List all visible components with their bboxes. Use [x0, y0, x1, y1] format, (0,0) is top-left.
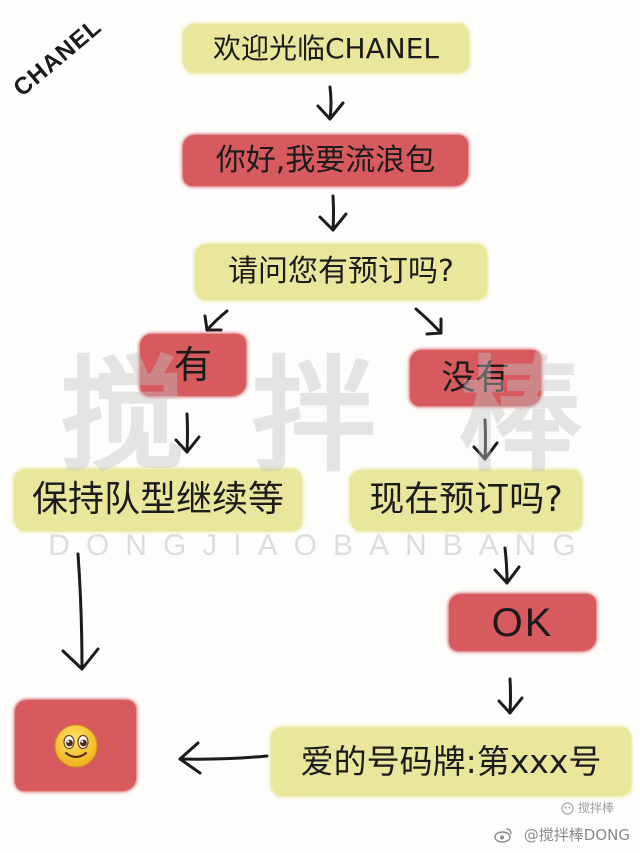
arrow-shaft: [178, 754, 269, 761]
arrow-ok-to-number-card: [497, 677, 524, 715]
node-reservation-question-label: 请问您有预订吗?: [228, 254, 454, 289]
arrow-head: [61, 647, 100, 671]
smiley-pupil-left: [65, 739, 73, 746]
arrow-yes-to-keep-waiting: [174, 412, 201, 454]
node-answer-yes: 有: [140, 334, 246, 396]
node-welcome: 欢迎光临CHANEL: [183, 24, 469, 73]
arrow-keep-waiting-to-smiley: [61, 552, 100, 671]
arrow-welcome-to-greeting: [316, 85, 345, 121]
node-answer-yes-label: 有: [173, 343, 212, 387]
smiley-pupil-right: [79, 739, 87, 746]
node-greeting-label: 你好,我要流浪包: [215, 142, 436, 178]
arrow-head: [174, 435, 201, 454]
arrow-shaft: [328, 85, 333, 121]
node-number-card: 爱的号码牌:第xxx号: [271, 727, 631, 796]
logo-icon: [561, 802, 574, 815]
arrow-number-card-to-smiley: [178, 741, 269, 775]
arrow-head: [425, 317, 443, 336]
arrow-head: [318, 212, 348, 232]
watermark-small-label: 搅拌棒: [578, 801, 615, 815]
arrow-question-to-no: [414, 307, 443, 336]
smiley-glint-right: [80, 740, 83, 743]
node-book-now-label: 现在预订吗?: [369, 480, 563, 520]
weibo-handle: @搅拌棒DONG: [523, 826, 630, 844]
arrow-shaft: [185, 412, 189, 454]
weibo-icon: [494, 828, 512, 843]
smiley-face-icon: [54, 724, 97, 767]
arrow-shaft: [205, 309, 229, 332]
smiley-face: [54, 724, 97, 767]
node-keep-waiting: 保持队型继续等: [14, 469, 302, 531]
arrow-head: [178, 741, 202, 775]
node-number-card-label: 爱的号码牌:第xxx号: [300, 742, 602, 781]
arrow-head: [316, 101, 345, 121]
node-ok-label: OK: [491, 600, 554, 645]
arrow-no-to-book-now: [472, 418, 499, 461]
node-answer-no: 没有: [410, 350, 541, 406]
node-reservation-question: 请问您有预订吗?: [195, 244, 487, 300]
arrow-head: [203, 314, 223, 332]
arrow-head: [497, 696, 524, 715]
arrow-head: [472, 441, 499, 461]
arrow-shaft: [483, 418, 487, 461]
node-book-now: 现在预订吗?: [350, 470, 582, 531]
node-ok: OK: [449, 594, 596, 651]
arrow-book-now-to-ok: [493, 546, 521, 585]
arrow-greeting-to-question: [318, 194, 348, 232]
node-happy-end: [15, 700, 136, 791]
smiley-mouth: [64, 751, 87, 758]
arrow-question-to-yes: [203, 309, 229, 332]
node-keep-waiting-label: 保持队型继续等: [31, 479, 284, 520]
node-answer-no-label: 没有: [441, 358, 510, 398]
arrow-head: [493, 565, 521, 585]
arrow-shaft: [331, 194, 335, 232]
arrow-shaft: [414, 307, 443, 335]
arrow-shaft: [76, 552, 84, 671]
arrow-shaft: [503, 546, 509, 585]
node-greeting: 你好,我要流浪包: [183, 135, 468, 186]
arrow-shaft: [508, 677, 512, 715]
node-welcome-label: 欢迎光临CHANEL: [213, 31, 439, 65]
smiley-glint-left: [66, 740, 69, 743]
